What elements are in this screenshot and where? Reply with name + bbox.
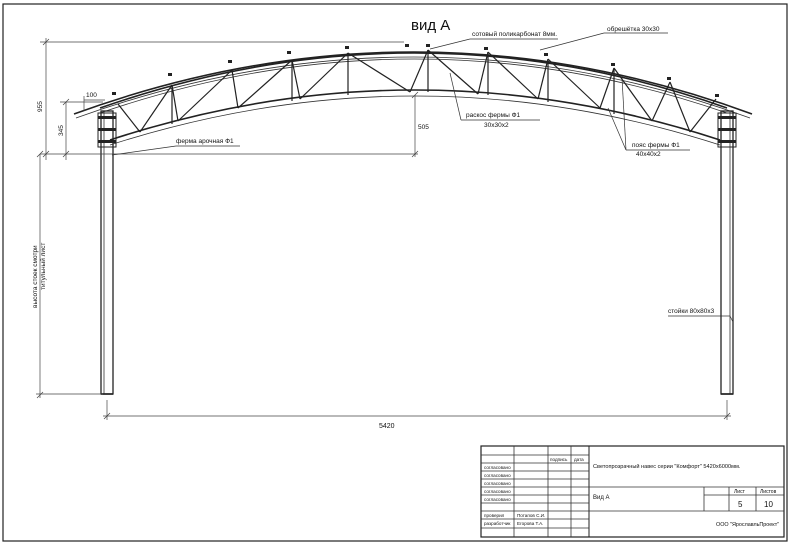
dim-post-height-line2: титульный лист <box>39 243 47 290</box>
tb-project-title: Светопрозрачный навес серии "Комфорт" 54… <box>593 463 741 470</box>
tb-approval-3: согласовано <box>484 481 511 486</box>
tb-col-sign: подпись <box>550 457 568 462</box>
sheet-frame <box>2 3 788 542</box>
callout-brace-size: 30х30х2 <box>484 122 509 129</box>
dim-truss-height: 345 <box>58 125 65 136</box>
title-block-text: подпись дата согласовано согласовано сог… <box>484 457 584 526</box>
tb-checked-label: проверил <box>484 513 505 518</box>
left-post <box>97 110 117 395</box>
truss-upper-chord <box>99 52 728 114</box>
tb-sheets-total: 10 <box>764 500 773 509</box>
tb-approval-5: согласовано <box>484 497 511 502</box>
tb-sheet-name: Вид А <box>593 495 610 501</box>
tb-company: ООО "ЯрославльПроект" <box>716 522 779 528</box>
right-post <box>717 110 737 395</box>
callout-posts: стойки 80х80х3 <box>668 307 715 315</box>
tb-sheets-label: Листов <box>760 489 777 495</box>
dimension-lines <box>36 38 731 420</box>
tb-col-date: дата <box>574 457 584 462</box>
dim-total-height: 955 <box>37 101 44 112</box>
tb-developer-label: разработчик <box>484 521 511 526</box>
dim-rise: 505 <box>418 124 429 131</box>
callout-arch-truss: ферма арочная Ф1 <box>176 138 234 145</box>
callout-edging: обрешётка 30х30 <box>607 25 660 33</box>
dim-overhang: 100 <box>86 92 97 99</box>
tb-approval-2: согласовано <box>484 473 511 478</box>
tb-developer-name: Егорова Т.А. <box>517 521 543 526</box>
tb-checked-name: Потапов С.И. <box>517 513 545 518</box>
dim-post-height-line1: высота стоек смотри <box>32 245 39 308</box>
truss-lattice <box>117 49 717 133</box>
view-title: вид А <box>411 17 450 34</box>
tb-approval-1: согласовано <box>484 465 511 470</box>
tb-approval-4: согласовано <box>484 489 511 494</box>
callout-chord-size: 40х40х2 <box>636 151 661 158</box>
dim-span: 5420 <box>379 423 395 430</box>
callout-polycarbonate: сотовый поликарбонат 8мм. <box>472 30 557 38</box>
callout-chord-name: пояс фермы Ф1 <box>632 142 680 149</box>
purlin-markers <box>112 44 719 97</box>
leader-lines <box>111 32 734 323</box>
tb-sheet-number: 5 <box>738 500 743 509</box>
callout-brace-name: раскос фермы Ф1 <box>466 112 521 119</box>
title-block <box>480 445 785 538</box>
tb-sheet-label: Лист <box>734 489 746 495</box>
